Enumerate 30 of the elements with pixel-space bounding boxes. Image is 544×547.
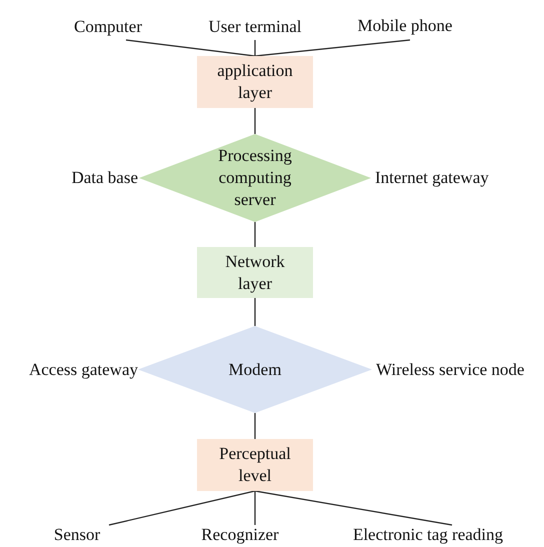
device-label: Sensor <box>40 525 114 545</box>
node-text: Perceptual level <box>218 443 292 487</box>
side-label: Data base <box>71 167 138 189</box>
connector-line <box>254 413 256 439</box>
decision-diamond <box>139 134 371 222</box>
node-text: Network layer <box>224 250 286 294</box>
layer-box <box>197 247 313 298</box>
side-label: Access gateway <box>28 359 138 381</box>
connector-line <box>254 108 256 134</box>
side-label: Wireless service node <box>376 359 524 381</box>
node-text: Modem <box>228 358 282 380</box>
connector-line <box>254 298 256 326</box>
connector-line <box>254 222 256 247</box>
device-label: Recognizer <box>190 525 290 545</box>
device-label: Mobile phone <box>345 12 465 40</box>
device-label: Computer <box>62 13 154 40</box>
side-label: Internet gateway <box>375 167 489 189</box>
connector-line <box>126 39 256 57</box>
layer-box <box>197 56 313 108</box>
connector-line <box>108 490 256 526</box>
connector-line <box>254 491 256 525</box>
node-text: Processing computing server <box>217 145 293 211</box>
device-label: Electronic tag reading <box>338 525 518 545</box>
layer-box <box>197 439 313 491</box>
connector-line <box>254 39 410 57</box>
device-label: User terminal <box>190 13 320 40</box>
decision-diamond <box>138 326 372 413</box>
connector-line <box>254 490 452 526</box>
connector-line <box>254 40 256 56</box>
node-text: application layer <box>216 60 294 104</box>
